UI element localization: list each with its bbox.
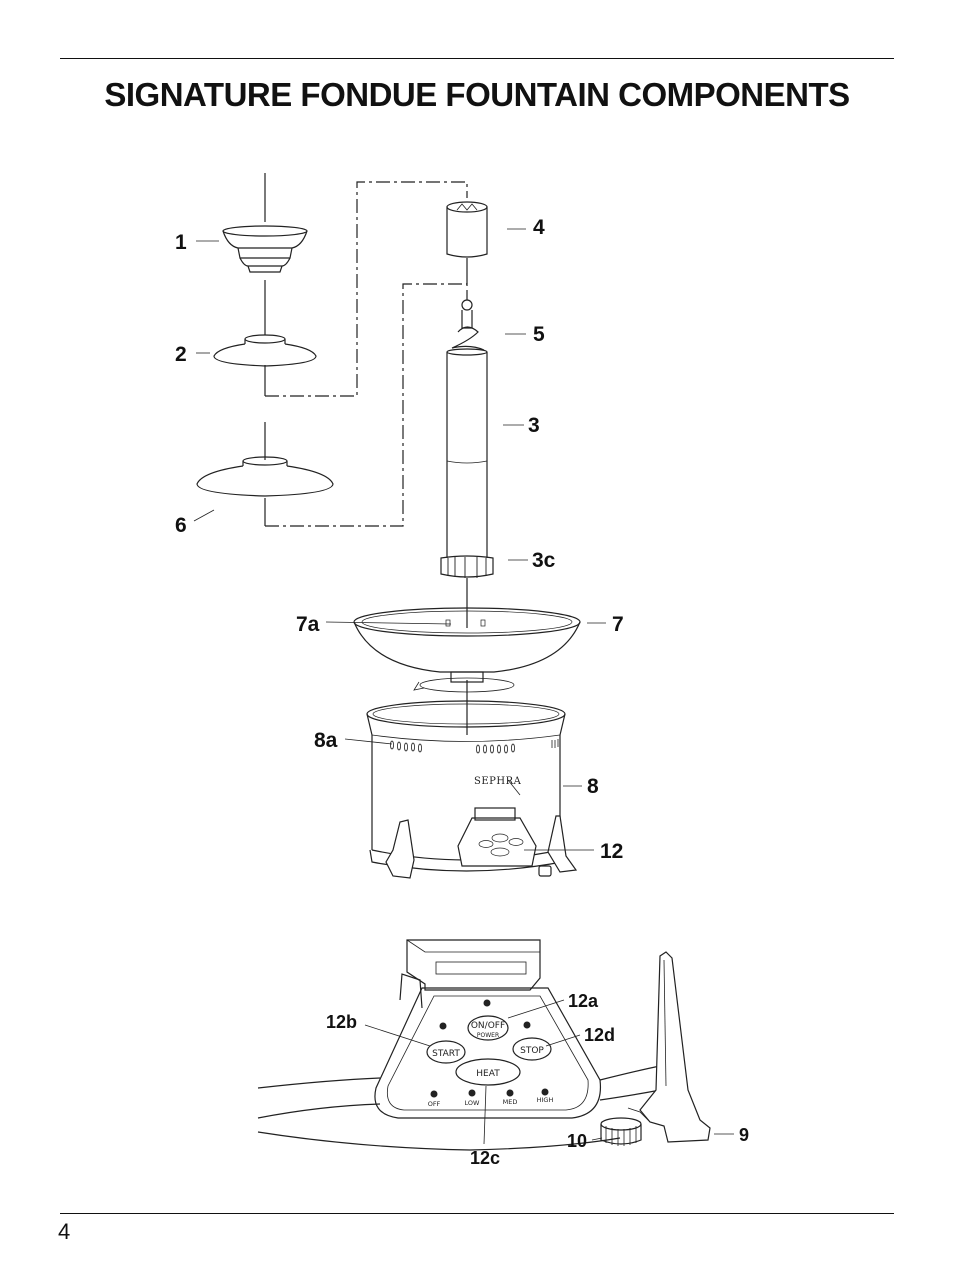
assembly-guides [264, 173, 468, 735]
label-12: 12 [600, 840, 623, 863]
heat-button[interactable] [455, 1058, 521, 1086]
heat-label: HEAT [476, 1069, 500, 1079]
control-panel-detail: ON/OFF POWER START STOP HEAT OFF LOW MED… [257, 939, 711, 1151]
part-1-top-tier [222, 225, 308, 273]
start-button[interactable] [426, 1040, 466, 1064]
level-med-label: MED [503, 1098, 518, 1106]
part-labels: 1 2 6 4 5 3 3c 7a 7 8a 8 12 12a 12b 12d … [175, 216, 749, 1168]
part-4-cap [446, 201, 488, 258]
label-7a: 7a [296, 613, 320, 636]
power-label: POWER [477, 1032, 499, 1039]
label-12b: 12b [326, 1012, 357, 1032]
on-off-button[interactable] [467, 1015, 509, 1041]
part-5-auger [451, 299, 485, 351]
label-12a: 12a [568, 991, 599, 1011]
part-8-base: SEPHRA [366, 700, 578, 879]
level-off-label: OFF [428, 1100, 441, 1108]
stop-button[interactable] [512, 1037, 552, 1061]
label-5: 5 [533, 323, 545, 346]
top-rule [60, 58, 894, 59]
part-3-tower [446, 348, 488, 558]
label-1: 1 [175, 231, 187, 254]
label-2: 2 [175, 343, 187, 366]
label-8: 8 [587, 775, 599, 798]
part-7-basin [353, 607, 581, 693]
label-4: 4 [533, 216, 545, 239]
label-9: 9 [739, 1125, 749, 1145]
label-7: 7 [612, 613, 624, 636]
brand-logo-text: SEPHRA [474, 776, 522, 787]
leader-lines [193, 228, 734, 1145]
level-high-label: HIGH [537, 1096, 554, 1104]
label-12d: 12d [584, 1025, 615, 1045]
level-low-label: LOW [465, 1099, 481, 1107]
part-3c-tower-base [440, 555, 494, 578]
page-number: 4 [58, 1219, 71, 1244]
part-2-middle-tier [213, 334, 317, 367]
bottom-rule [60, 1213, 894, 1214]
part-6-bottom-tier [196, 456, 334, 497]
label-8a: 8a [314, 729, 338, 752]
label-12c: 12c [470, 1148, 500, 1168]
page-title: SIGNATURE FONDUE FOUNTAIN COMPONENTS [104, 76, 850, 113]
label-3c: 3c [532, 549, 556, 572]
stop-label: STOP [520, 1046, 544, 1056]
label-6: 6 [175, 514, 187, 537]
label-10: 10 [567, 1131, 587, 1151]
on-off-label: ON/OFF [471, 1021, 505, 1031]
label-3: 3 [528, 414, 540, 437]
start-label: START [432, 1049, 460, 1059]
